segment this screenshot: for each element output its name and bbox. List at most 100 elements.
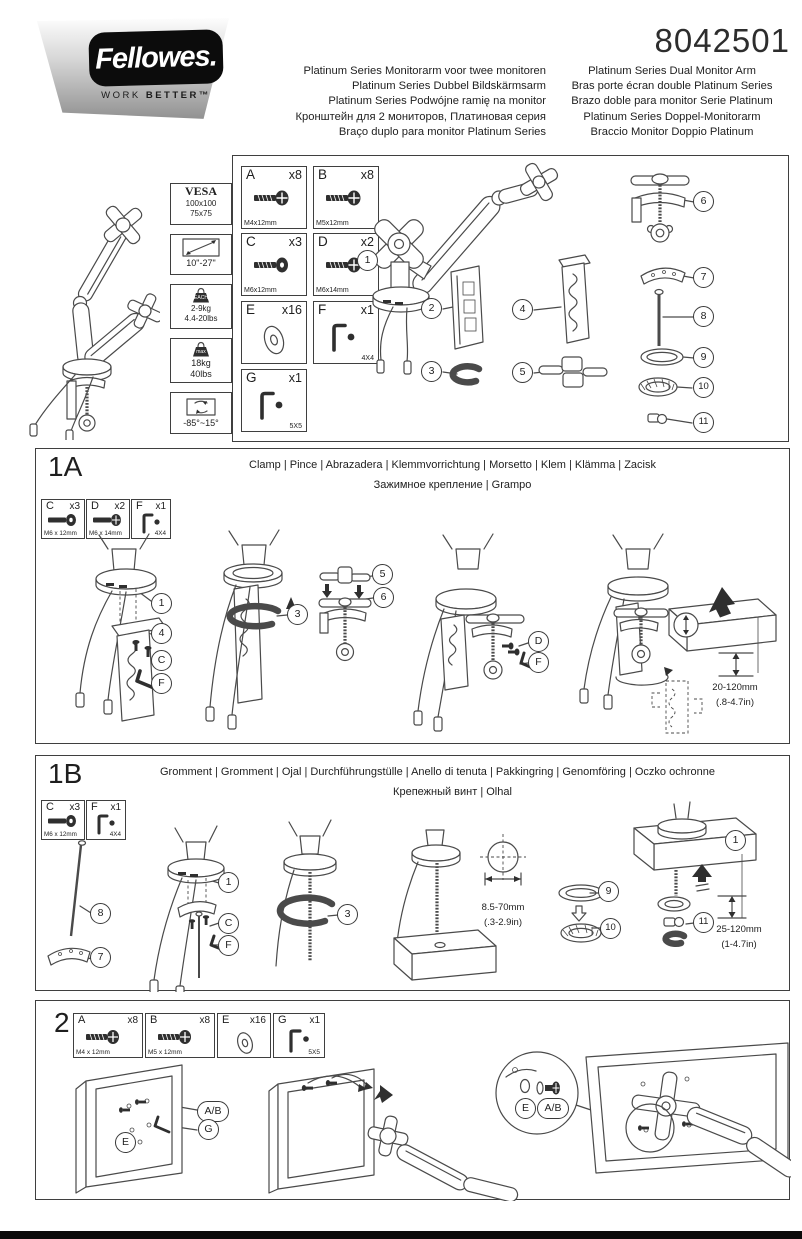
title-line: Braccio Monitor Doppio Platinum — [590, 125, 754, 138]
part-box-c: C x3 M6 x 12mm — [41, 800, 85, 840]
part-qty: x3 — [288, 235, 302, 249]
section-1b-languages-2: Крепежный винт | Olhal — [393, 786, 512, 798]
part-qty: x8 — [288, 168, 302, 182]
callout-4: 4 — [151, 623, 172, 644]
part-label: E — [246, 302, 256, 317]
brand-text: Fellowes. — [94, 39, 218, 76]
spec-weight-each: EACH 2-9kg 4.4-20lbs — [170, 284, 232, 329]
part-qty: x16 — [281, 303, 302, 317]
screw-icon — [254, 190, 289, 206]
part-size: M6 x 12mm — [44, 831, 77, 838]
callout-f: F — [218, 935, 239, 956]
part-box-c: C x3 M6x12mm — [241, 233, 307, 296]
part-label: G — [246, 370, 257, 385]
callout-9: 9 — [693, 347, 714, 368]
callout-f: F — [151, 673, 172, 694]
callout-10: 10 — [600, 918, 621, 939]
allen-key-icon — [332, 323, 355, 352]
callout-2: 2 — [421, 298, 442, 319]
callout-7: 7 — [693, 267, 714, 288]
weight-each-kg: 2-9kg — [190, 304, 211, 313]
section-1a: 1A Clamp | Pince | Abrazadera | Klemmvor… — [35, 448, 790, 744]
part-size: 4X4 — [154, 530, 166, 537]
screw-icon — [48, 815, 76, 827]
title-line: Braço duplo para monitor Platinum Series — [338, 125, 546, 138]
hole-diameter-mm: 8.5-70mm — [481, 902, 525, 913]
part-qty: x8 — [199, 1015, 210, 1026]
part-qty: x3 — [69, 802, 80, 813]
callout-g: G — [198, 1119, 219, 1140]
callout-6: 6 — [693, 191, 714, 212]
part-size: 5X5 — [308, 1049, 320, 1056]
section-1a-languages-1: Clamp | Pince | Abrazadera | Klemmvorric… — [249, 459, 656, 471]
weight-each-badge: EACH — [194, 295, 208, 301]
section-1b-id: 1B — [48, 758, 83, 789]
part-size: 5X5 — [289, 423, 302, 430]
screw-icon — [158, 1030, 191, 1044]
screw-icon — [86, 1030, 119, 1044]
part-label: B — [318, 167, 328, 182]
logo-pill: Fellowes. — [88, 29, 224, 87]
part-label: F — [318, 302, 327, 317]
part-size: M4x12mm — [244, 220, 277, 227]
part-qty: x8 — [360, 168, 374, 182]
screen-diagonal-icon — [182, 238, 220, 257]
screw-icon — [254, 257, 288, 273]
model-number: 8042501 — [654, 22, 790, 59]
callout-1: 1 — [218, 872, 239, 893]
title-line: Platinum Series Doppel-Monitorarm — [583, 110, 761, 123]
tilt-range: -85°~15° — [183, 418, 219, 428]
tilt-range-icon — [186, 398, 216, 416]
vesa-title: VESA — [184, 184, 217, 198]
spec-tilt: -85°~15° — [170, 392, 232, 434]
part-size: M4 x 12mm — [76, 1049, 110, 1056]
screw-icon — [48, 514, 76, 526]
part-box-d: D x2 M6 x 14mm — [86, 499, 130, 539]
part-qty: x1 — [288, 371, 302, 385]
product-illustration — [29, 205, 160, 440]
spec-screen-size: 10"-27" — [170, 234, 232, 275]
part-qty: x8 — [127, 1015, 138, 1026]
part-qty: x1 — [155, 501, 166, 512]
section-1b: 1B Gromment | Gromment | Ojal | Durchfüh… — [35, 755, 790, 992]
callout-5: 5 — [372, 564, 393, 585]
part-label: D — [91, 500, 99, 512]
screen-range: 10"-27" — [186, 258, 216, 268]
washer-icon — [263, 325, 285, 355]
part-label: F — [136, 500, 143, 512]
tagline-light: WORK — [101, 90, 146, 101]
weight-each-lbs: 4.4-20lbs — [184, 313, 218, 323]
callout-d: D — [528, 631, 549, 652]
callout-f: F — [528, 652, 549, 673]
clamp-range-in: (.8-4.7in) — [715, 697, 754, 708]
title-line: Platinum Series Monitorarm voor twee mon… — [303, 65, 547, 77]
part-size: M6x14mm — [316, 287, 349, 294]
part-box-e: E x16 — [241, 301, 307, 364]
title-line: Brazo doble para monitor Serie Platinum — [571, 95, 773, 108]
tagline-bold: BETTER™ — [145, 90, 211, 101]
part-qty: x1 — [110, 802, 121, 813]
callout-11: 11 — [693, 912, 714, 933]
title-line: Bras porte écran double Platinum Series — [571, 80, 773, 93]
callout-6: 6 — [373, 587, 394, 608]
section-1a-languages-2: Зажимное крепление | Grampo — [373, 479, 532, 491]
callout-7: 7 — [90, 947, 111, 968]
product-titles-right: Platinum Series Dual Monitor Arm Bras po… — [552, 64, 792, 140]
weight-max-lbs: 40lbs — [190, 369, 212, 379]
callout-4: 4 — [512, 299, 533, 320]
screw-icon — [326, 190, 361, 206]
part-qty: x3 — [69, 501, 80, 512]
section-1b-languages-1: Gromment | Gromment | Ojal | Durchführun… — [160, 766, 715, 778]
callout-1: 1 — [357, 250, 378, 271]
brand-tagline: WORK BETTER™ — [89, 90, 223, 101]
callout-8: 8 — [90, 903, 111, 924]
vesa-size-2: 75x75 — [190, 208, 212, 218]
callout-a-b: A/B — [537, 1098, 569, 1119]
vesa-size-1: 100x100 — [185, 199, 217, 208]
callout-3: 3 — [287, 604, 308, 625]
section-1a-id: 1A — [48, 451, 83, 482]
part-label: C — [46, 801, 54, 813]
weight-max-badge: max — [196, 349, 206, 355]
part-label: D — [318, 234, 328, 249]
part-size: 4X4 — [109, 831, 121, 838]
